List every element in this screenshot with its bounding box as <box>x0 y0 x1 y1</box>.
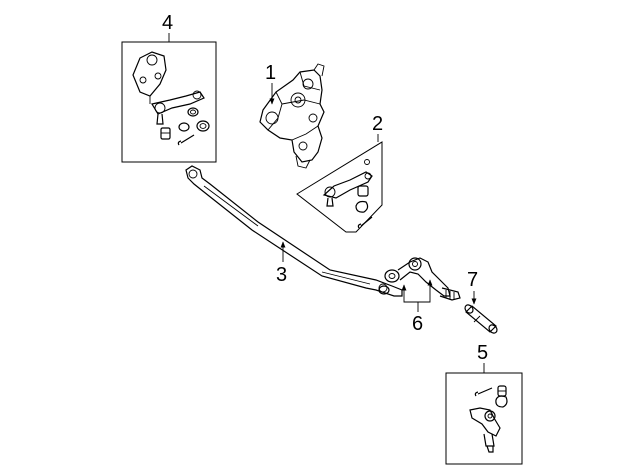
pitman-arm-kit-parts <box>322 159 373 229</box>
steering-gear <box>259 63 325 169</box>
center-link <box>185 165 403 297</box>
leader-6 <box>403 283 431 312</box>
tie-rod-end-kit-parts <box>469 385 508 453</box>
callout-5: 5 <box>477 342 488 364</box>
tie-rod-end-assembly <box>378 257 461 301</box>
idler-arm-kit-parts <box>132 51 210 146</box>
tie-rod-end-kit-box <box>445 372 523 465</box>
callout-4: 4 <box>162 12 173 34</box>
callout-1: 1 <box>265 62 276 84</box>
callout-6: 6 <box>412 313 423 335</box>
callout-2: 2 <box>372 113 383 135</box>
callout-3: 3 <box>276 264 287 286</box>
pitman-arm-kit-box <box>296 141 383 233</box>
idler-arm-kit-box <box>121 41 217 163</box>
callout-7: 7 <box>467 269 478 291</box>
adjusting-sleeve <box>464 304 498 334</box>
